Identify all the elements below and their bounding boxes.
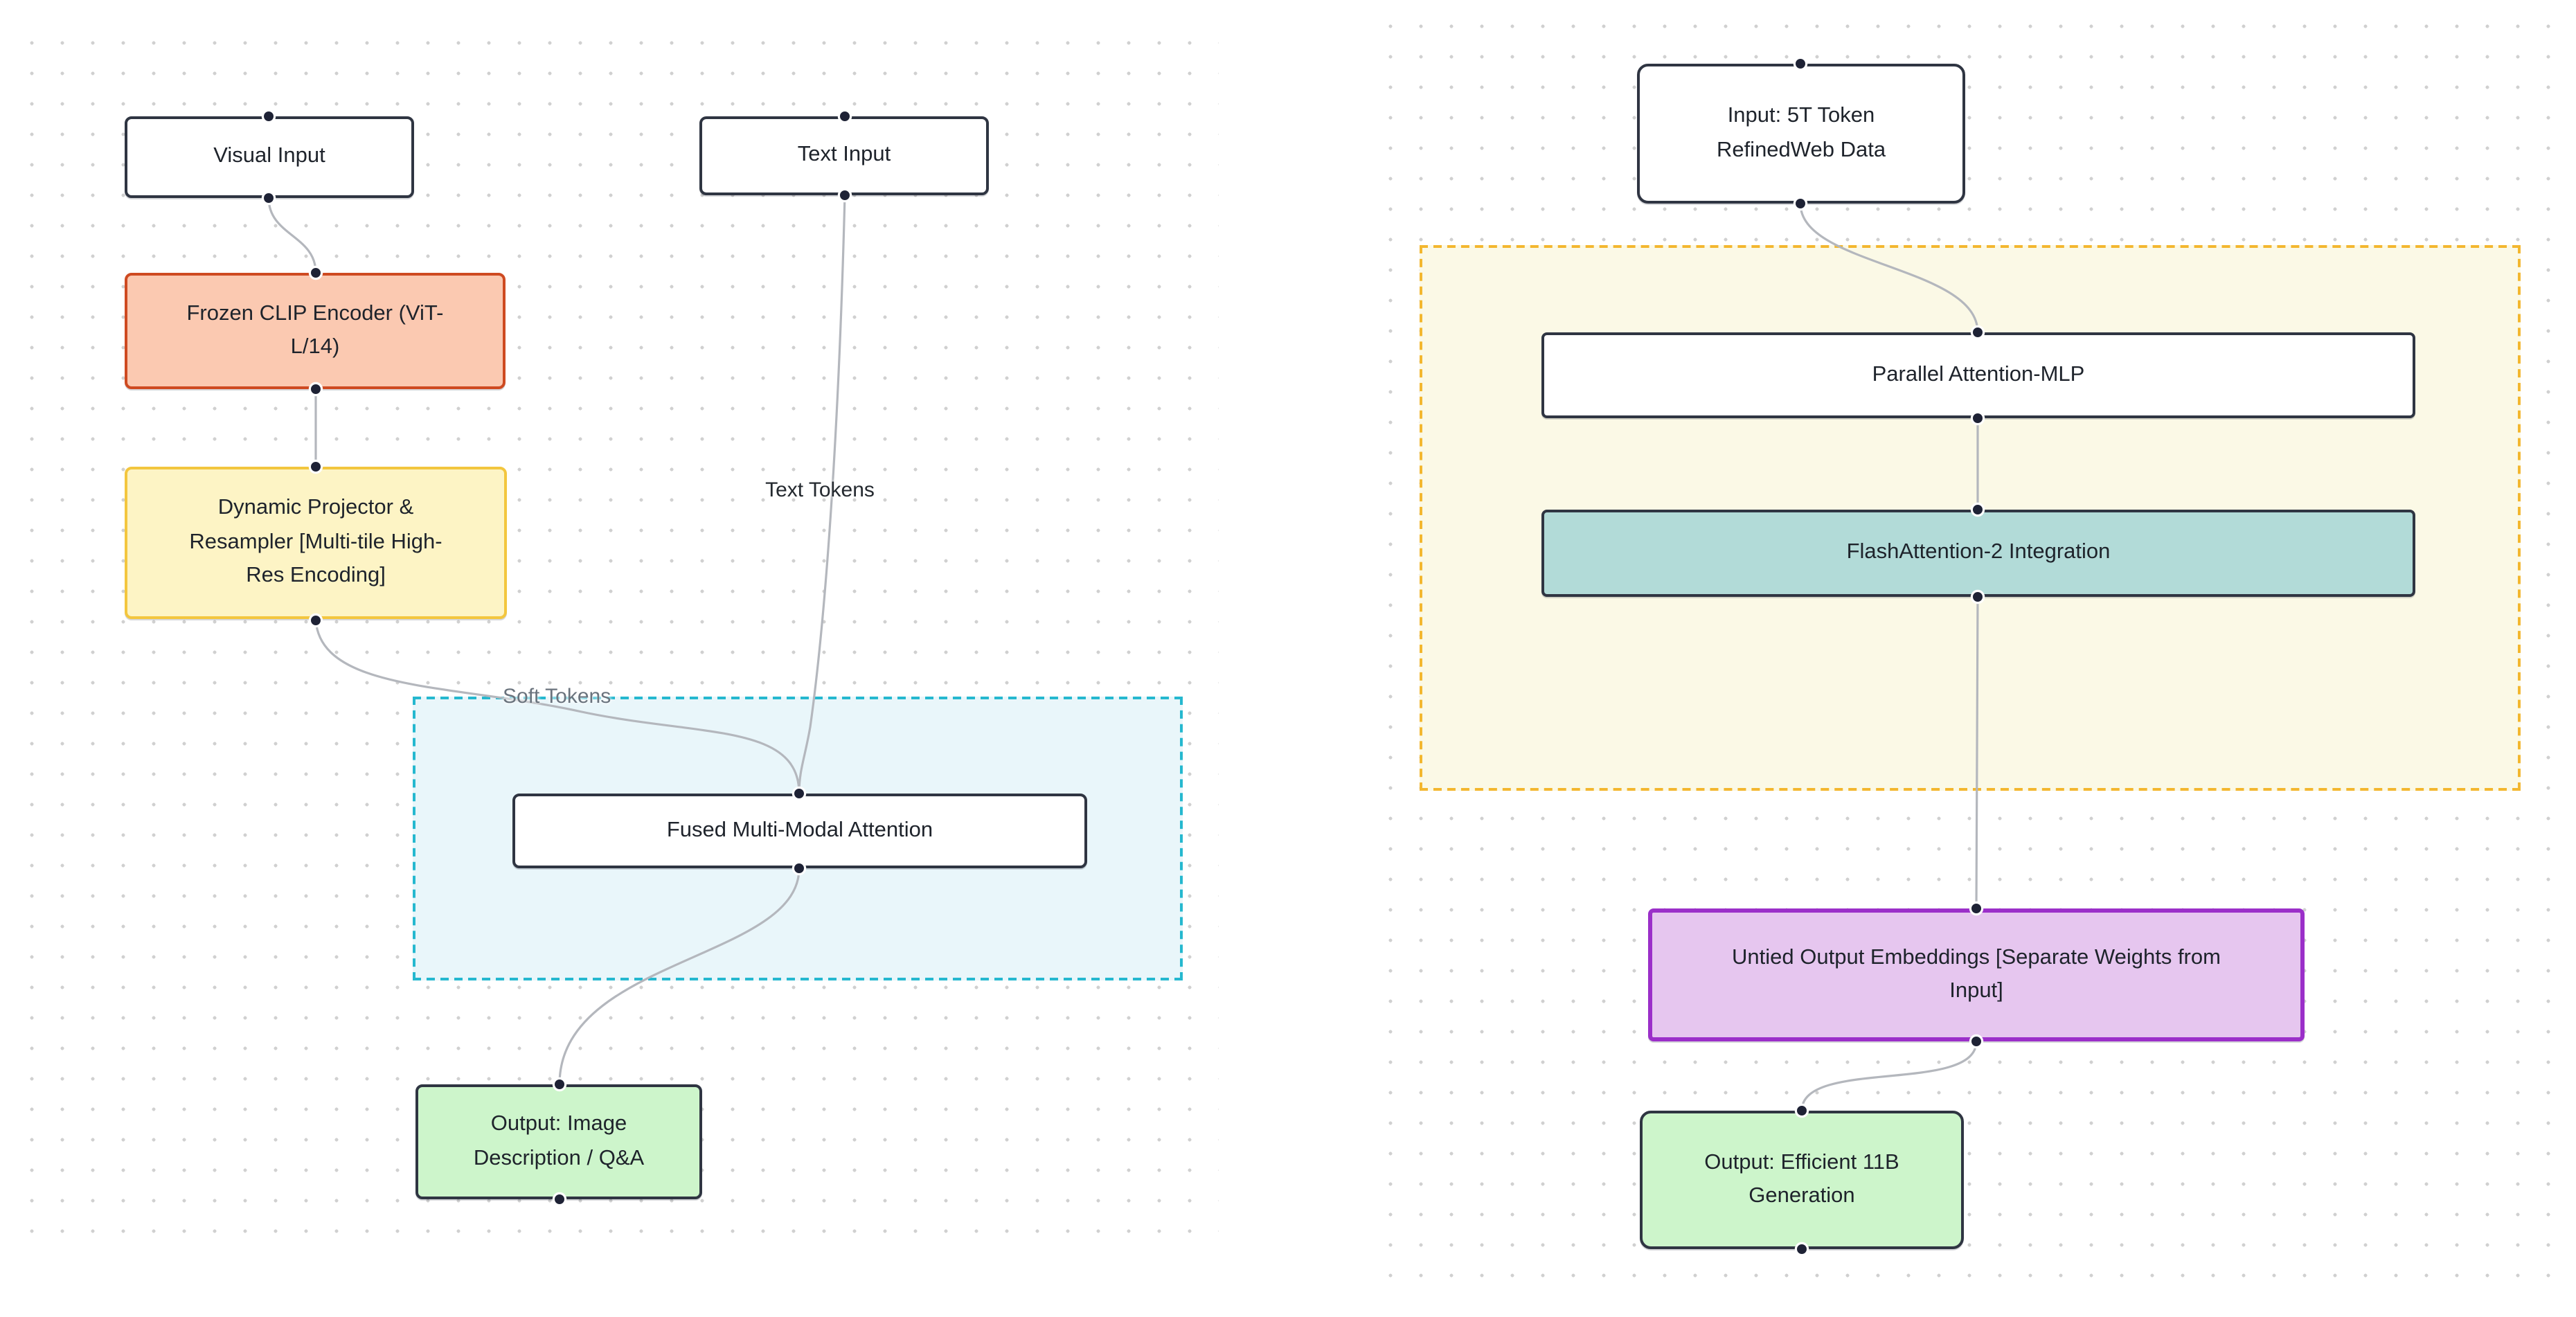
edge-label-soft-tokens: Soft Tokens [503,685,611,708]
node-fused-multimodal-attention[interactable]: Fused Multi-Modal Attention [512,794,1087,868]
node-frozen-clip-encoder[interactable]: Frozen CLIP Encoder (ViT-L/14) [125,273,506,389]
node-label: Fused Multi-Modal Attention [666,818,933,842]
node-label: Visual Input [213,144,325,168]
node-output-efficient-generation[interactable]: Output: Efficient 11B Generation [1640,1111,1964,1249]
node-untied-output-embeddings[interactable]: Untied Output Embeddings [Separate Weigh… [1648,908,2305,1041]
node-label: Dynamic Projector & Resampler [Multi-til… [189,496,442,588]
node-label: FlashAttention-2 Integration [1846,540,2111,564]
node-dynamic-projector[interactable]: Dynamic Projector & Resampler [Multi-til… [125,467,507,619]
node-label: Output: Image Description / Q&A [473,1112,645,1170]
node-label: Text Input [797,143,891,167]
edge-label-text-tokens: Text Tokens [765,478,875,502]
grid-left-panel [17,28,1219,1235]
node-label: Parallel Attention-MLP [1872,362,2085,386]
node-flashattention-integration[interactable]: FlashAttention-2 Integration [1541,510,2415,597]
node-label: Output: Efficient 11B Generation [1704,1150,1899,1208]
node-parallel-attention-mlp[interactable]: Parallel Attention-MLP [1541,332,2415,418]
node-text-input[interactable]: Text Input [699,116,989,195]
node-output-image-description[interactable]: Output: Image Description / Q&A [415,1084,702,1199]
node-label: Input: 5T Token RefinedWeb Data [1716,104,1886,161]
node-input-refinedweb[interactable]: Input: 5T Token RefinedWeb Data [1637,64,1965,204]
node-visual-input[interactable]: Visual Input [125,116,414,198]
node-label: Frozen CLIP Encoder (ViT-L/14) [186,301,444,359]
node-label: Untied Output Embeddings [Separate Weigh… [1732,945,2221,1003]
